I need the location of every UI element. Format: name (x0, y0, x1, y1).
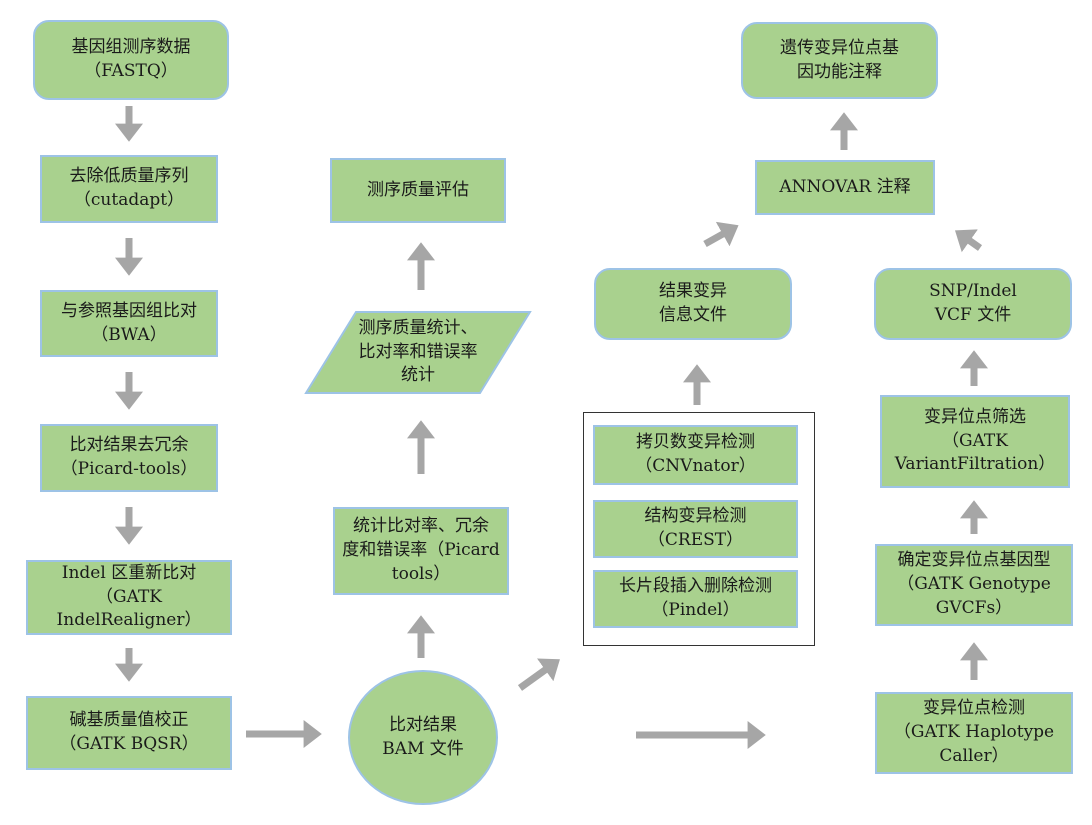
pindel-node: 长片段插入删除检测 （Pindel） (593, 570, 798, 628)
arrow-result-annovar (703, 221, 739, 248)
cutadapt-label: 去除低质量序列 （cutadapt） (69, 166, 189, 210)
bwa-node: 与参照基因组比对 （BWA） (40, 290, 218, 357)
qc-eval-node: 测序质量评估 (330, 158, 506, 223)
crest-node: 结构变异检测 （CREST） (593, 500, 798, 558)
annovar-node: ANNOVAR 注释 (755, 160, 935, 215)
bwa-label: 与参照基因组比对 （BWA） (61, 300, 197, 345)
arrow-vcf-annovar (954, 229, 983, 253)
filtration-label: 变异位点筛选 （GATK VariantFiltration） (894, 406, 1056, 475)
genotype-label: 确定变异位点基因型 （GATK Genotype GVCFs） (897, 550, 1051, 618)
arrow-bam-sv (517, 658, 560, 691)
bqsr-label: 碱基质量值校正 （GATK BQSR） (59, 710, 199, 754)
stat-rates-label: 统计比对率、冗余 度和错误率（Picard tools） (342, 516, 500, 584)
bam-label: 比对结果 BAM 文件 (382, 714, 464, 759)
sv-result-label: 结果变异 信息文件 (659, 281, 727, 325)
crest-label: 结构变异检测 （CREST） (644, 506, 747, 550)
indel-realign-label: Indel 区重新比对 （GATK IndelRealigner） (56, 562, 202, 631)
picard-dedup-label: 比对结果去冗余 （Picard-tools） (60, 435, 198, 479)
fastq-node: 基因组测序数据 （FASTQ） (33, 20, 229, 100)
bam-node: 比对结果 BAM 文件 (348, 670, 498, 805)
qc-eval-label: 测序质量评估 (367, 179, 469, 200)
bqsr-node: 碱基质量值校正 （GATK BQSR） (26, 696, 232, 770)
vcf-label: SNP/Indel VCF 文件 (929, 281, 1017, 325)
stat-rates-node: 统计比对率、冗余 度和错误率（Picard tools） (333, 507, 509, 595)
qc-stats-node: 测序质量统计、 比对率和错误率 统计 (330, 312, 506, 393)
annotation-node: 遗传变异位点基 因功能注释 (741, 22, 938, 99)
cutadapt-node: 去除低质量序列 （cutadapt） (40, 155, 218, 223)
pindel-label: 长片段插入删除检测 （Pindel） (619, 576, 772, 620)
picard-dedup-node: 比对结果去冗余 （Picard-tools） (40, 424, 218, 492)
genotype-node: 确定变异位点基因型 （GATK Genotype GVCFs） (875, 544, 1073, 626)
annovar-label: ANNOVAR 注释 (779, 176, 911, 197)
vcf-node: SNP/Indel VCF 文件 (874, 268, 1072, 340)
haplotype-label: 变异位点检测 （GATK Haplotype Caller） (893, 698, 1055, 766)
cnvnator-node: 拷贝数变异检测 （CNVnator） (593, 425, 798, 485)
filtration-node: 变异位点筛选 （GATK VariantFiltration） (880, 395, 1070, 488)
haplotype-node: 变异位点检测 （GATK Haplotype Caller） (875, 692, 1073, 774)
fastq-label: 基因组测序数据 （FASTQ） (71, 37, 191, 81)
qc-stats-label: 测序质量统计、 比对率和错误率 统计 (358, 317, 478, 386)
cnvnator-label: 拷贝数变异检测 （CNVnator） (635, 432, 756, 476)
indel-realign-node: Indel 区重新比对 （GATK IndelRealigner） (26, 560, 232, 635)
annotation-label: 遗传变异位点基 因功能注释 (780, 37, 899, 82)
sv-result-node: 结果变异 信息文件 (594, 268, 792, 340)
